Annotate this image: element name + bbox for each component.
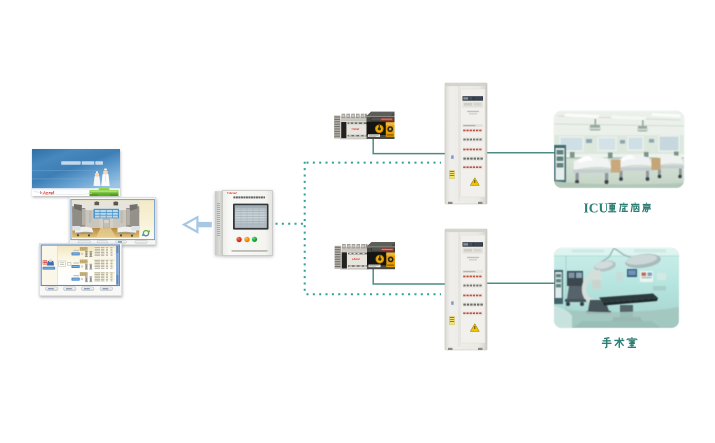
svg-text:Acrel: Acrel bbox=[42, 190, 55, 195]
svg-text:ICU: ICU bbox=[584, 200, 609, 214]
svg-text:Acrel: Acrel bbox=[228, 191, 237, 195]
